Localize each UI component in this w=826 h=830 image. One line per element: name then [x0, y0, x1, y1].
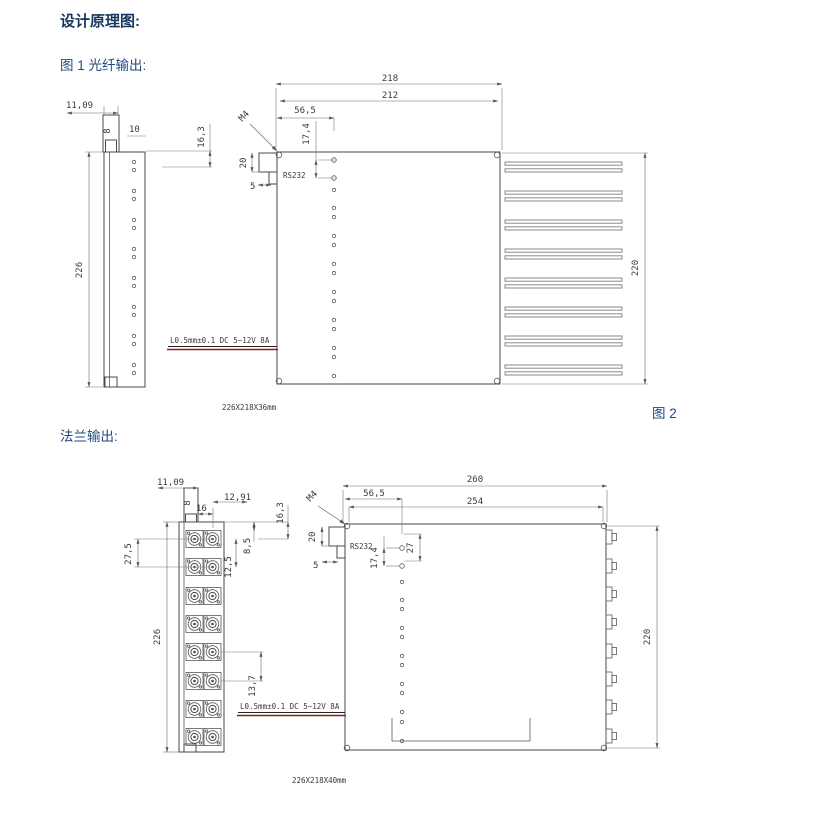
fig2-dim-27: 27: [406, 543, 416, 554]
fig1-dim-212: 212: [382, 91, 398, 101]
fig1-dim-11-09: 11,09: [66, 101, 93, 111]
fig1-dim-20: 20: [239, 158, 249, 169]
fig2-top-view: [328, 522, 608, 752]
fig1-top-view: [258, 151, 501, 385]
fig2-dim-11-09: 11,09: [157, 478, 184, 488]
fig2-dim-20: 20: [308, 532, 318, 543]
fig1-dim-220: 220: [631, 260, 641, 276]
fig1-dim-218: 218: [382, 74, 398, 84]
fig2-dim-5: 5: [313, 561, 318, 571]
fig1-dim-56-5: 56,5: [294, 106, 316, 116]
figure2-label: 图 2: [652, 406, 677, 421]
fig1-side-view: [102, 114, 146, 388]
fig1-power-label: L0.5mm±0.1 DC 5~12V 8A: [170, 336, 270, 345]
fig1-dimensions: [66, 82, 648, 388]
fig2-right-tabs: [605, 529, 617, 744]
fig2-drawing: 260 254 56,5 11,09 8 16 12,91 16,3 8,5 1…: [124, 475, 660, 785]
fig1-port-label: RS232: [283, 171, 306, 180]
fig1-dim-10: 10: [129, 125, 140, 135]
fig2-size-label: 226X218X40mm: [292, 776, 347, 785]
fig2-dim-13-7: 13,7: [248, 675, 258, 697]
fig1-dim-17-4: 17,4: [302, 123, 312, 145]
fig2-top-hole-column: [399, 545, 405, 744]
fig2-dim-220: 220: [643, 629, 653, 645]
fig2-dim-56-5: 56,5: [363, 489, 385, 499]
fig2-power-label: L0.5mm±0.1 DC 5~12V 8A: [240, 702, 340, 711]
fig1-top-hole-column: [331, 157, 337, 379]
fig1-dim-226: 226: [75, 262, 85, 278]
fig2-flange-connectors: [185, 530, 222, 746]
fig1-side-hole-column: [131, 159, 137, 376]
fig1-dim-8: 8: [103, 128, 113, 133]
fig2-dim-27-5: 27,5: [124, 543, 134, 565]
fig1-fins: [504, 161, 623, 376]
fig2-thread-label: M4: [305, 489, 320, 504]
fig2-dim-8: 8: [183, 500, 193, 505]
fig1-dim-16-3: 16,3: [197, 126, 207, 148]
fig2-dim-16: 16: [196, 504, 207, 514]
fig2-dim-12-91: 12,91: [224, 493, 251, 503]
figure2-caption: 法兰输出:: [60, 429, 118, 444]
fig2-dim-260: 260: [467, 475, 483, 485]
fig1-dim-5: 5: [250, 182, 255, 192]
fig1-thread-label: M4: [237, 109, 252, 124]
fig2-port-label: RS232: [350, 542, 373, 551]
figure1-caption: 图 1 光纤输出:: [60, 58, 147, 73]
fig1-size-label: 226X218X36mm: [222, 403, 277, 412]
fig2-flange-view: [178, 487, 225, 753]
fig2-dim-254: 254: [467, 497, 483, 507]
page-title: 设计原理图:: [60, 13, 140, 30]
fig2-dim-8-5: 8,5: [243, 538, 253, 554]
fig2-dim-226: 226: [153, 629, 163, 645]
fig2-dim-12-5: 12,5: [224, 556, 234, 578]
fig2-dim-16-3: 16,3: [276, 502, 286, 524]
fig2-dim-17-4: 17,4: [370, 547, 380, 569]
fig2-dimensions: [134, 484, 660, 753]
fig1-drawing: 218 212 56,5 17,4 11,09 8 10 16,3 226 22…: [66, 74, 648, 412]
